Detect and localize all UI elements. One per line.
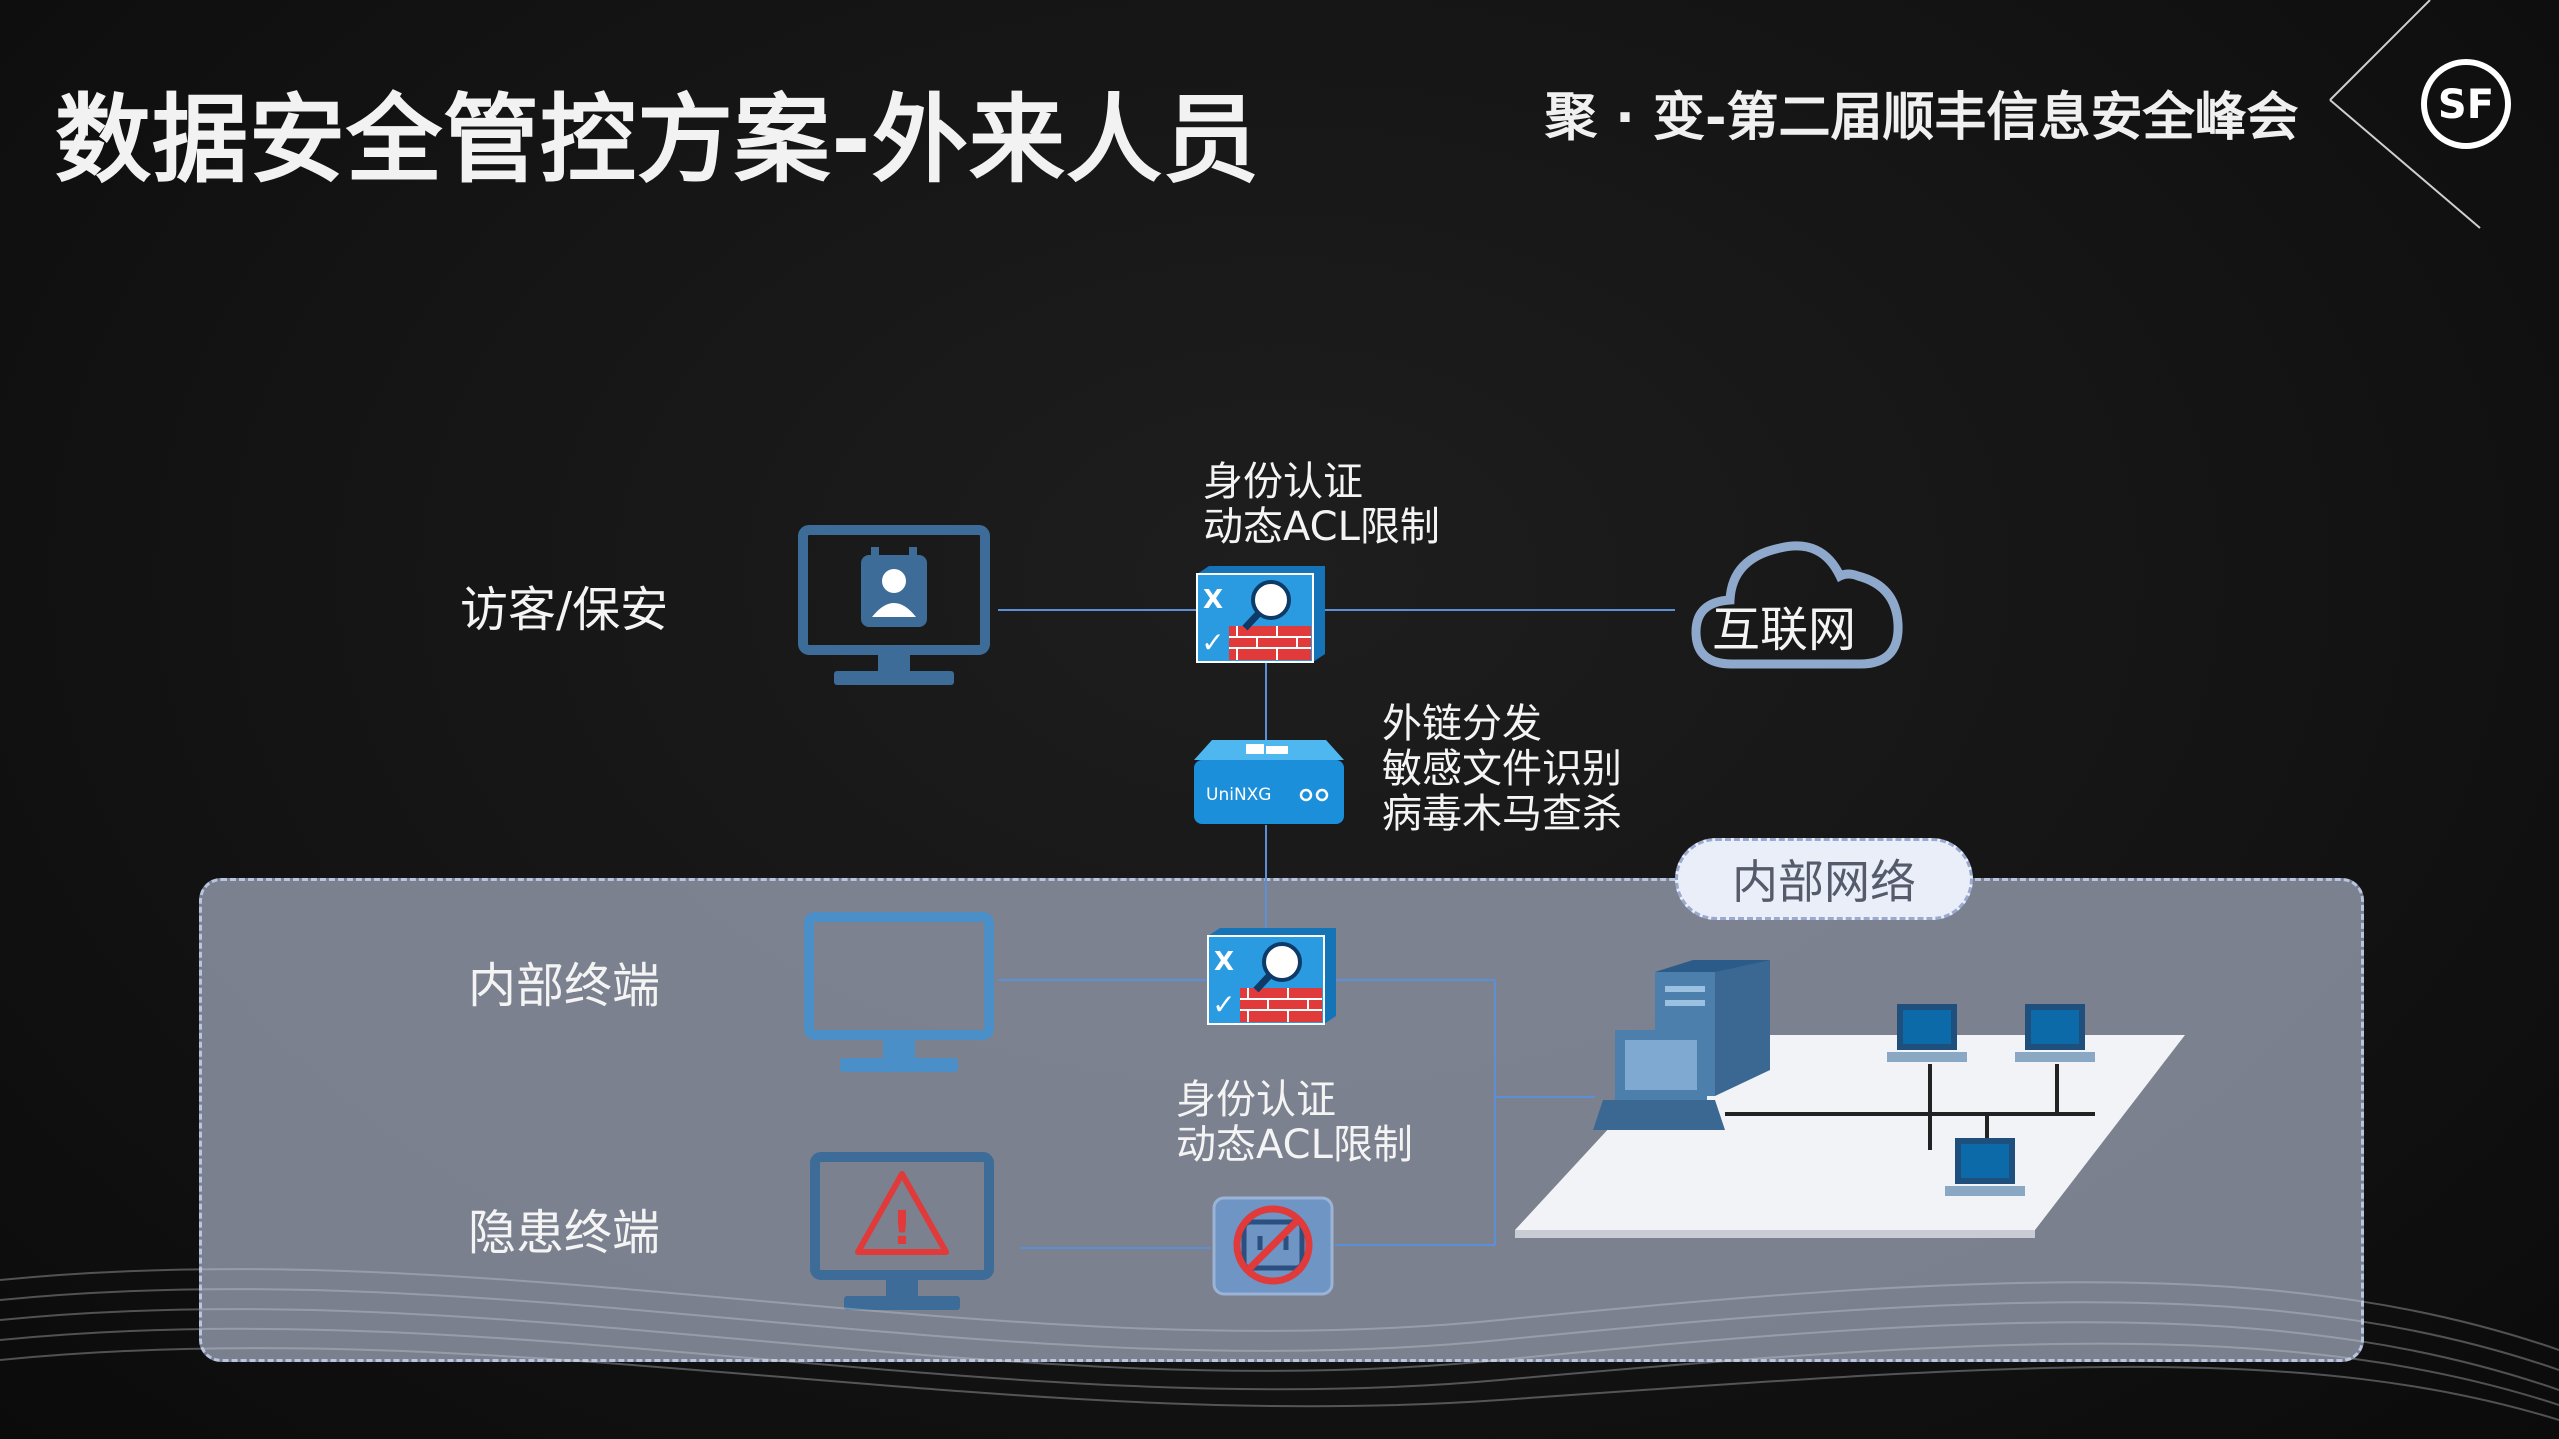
warning-mark: !	[892, 1201, 913, 1255]
internet-cloud-icon	[1691, 541, 1903, 669]
server-lan-icon	[1515, 960, 2185, 1238]
firewall-top-note: 动态ACL限制	[1203, 504, 1440, 550]
gateway-note: 外链分发	[1382, 701, 1542, 747]
sf-logo-icon: SF	[2421, 59, 2511, 149]
internal-monitor-icon	[804, 912, 994, 1072]
internal-terminal-label: 内部终端	[468, 958, 661, 1014]
firewall-bottom-note: 身份认证	[1176, 1077, 1336, 1123]
firewall-bottom-notes: 身份认证 动态ACL限制	[1176, 1078, 1413, 1168]
gateway-notes: 外链分发 敏感文件识别 病毒木马查杀	[1382, 702, 1622, 837]
sf-logo-text: SF	[2438, 82, 2494, 128]
firewall-x-mark: X	[1203, 585, 1223, 615]
page-title: 数据安全管控方案-外来人员	[55, 84, 1260, 196]
gateway-device-text: UniNXG	[1206, 785, 1271, 805]
firewall-x-mark: X	[1214, 947, 1234, 977]
gateway-note: 敏感文件识别	[1382, 746, 1622, 792]
header-chevron-decoration	[2329, 0, 2481, 229]
firewall-bottom-icon: X ✓	[1207, 928, 1336, 1025]
visitor-label: 访客/保安	[460, 582, 669, 638]
wave-decoration	[0, 1268, 2559, 1421]
gateway-device-icon: UniNXG	[1194, 740, 1344, 824]
summit-name: 聚 · 变-第二届顺丰信息安全峰会	[1545, 88, 2299, 148]
internal-network-tag: 内部网络	[1675, 838, 1973, 920]
risk-monitor-icon: !	[810, 1152, 994, 1310]
internet-label: 互联网	[1712, 602, 1857, 658]
firewall-top-icon: X ✓	[1196, 566, 1325, 663]
visitor-monitor-icon	[798, 525, 990, 685]
risk-terminal-label: 隐患终端	[468, 1205, 661, 1261]
firewall-check-mark: ✓	[1212, 988, 1235, 1021]
gateway-note: 病毒木马查杀	[1382, 791, 1622, 837]
firewall-bottom-note: 动态ACL限制	[1176, 1122, 1413, 1168]
firewall-top-note: 身份认证	[1203, 459, 1363, 505]
firewall-check-mark: ✓	[1201, 626, 1224, 659]
blocked-plug-icon	[1212, 1196, 1334, 1296]
firewall-top-notes: 身份认证 动态ACL限制	[1203, 460, 1440, 550]
